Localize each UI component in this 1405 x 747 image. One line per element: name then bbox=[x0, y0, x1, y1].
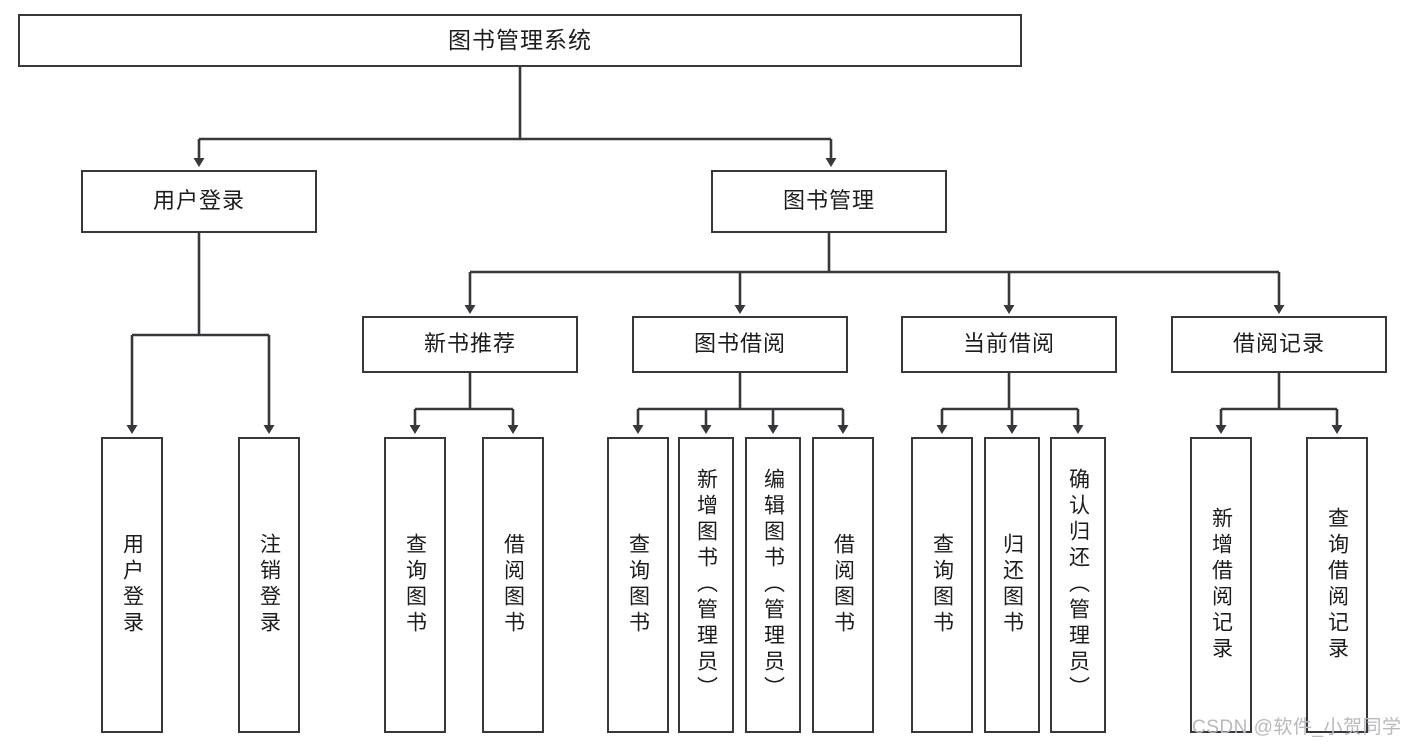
node-current-borrow-label: 当前借阅 bbox=[962, 331, 1055, 357]
node-book-borrow[interactable]: 图书借阅 bbox=[632, 316, 848, 373]
leaf-label: 归还图书 bbox=[1000, 533, 1024, 637]
leaf-logout[interactable]: 注销登录 bbox=[238, 437, 300, 733]
leaf-borrow-book[interactable]: 借阅图书 bbox=[812, 437, 874, 733]
leaf-query-borrow-record[interactable]: 查询借阅记录 bbox=[1306, 437, 1368, 733]
leaf-add-book-admin[interactable]: 新增图书（管理员） bbox=[678, 437, 734, 733]
leaf-user-login[interactable]: 用户登录 bbox=[101, 437, 163, 733]
leaf-label: 编辑图书（管理员） bbox=[761, 468, 785, 702]
leaf-label: 注销登录 bbox=[257, 533, 281, 637]
leaf-query-book-recommend[interactable]: 查询图书 bbox=[384, 437, 446, 733]
leaf-label: 新增借阅记录 bbox=[1209, 507, 1233, 663]
node-user-login[interactable]: 用户登录 bbox=[81, 170, 317, 233]
node-book-management-label: 图书管理 bbox=[782, 188, 875, 214]
leaf-return-book[interactable]: 归还图书 bbox=[984, 437, 1040, 733]
node-borrow-record[interactable]: 借阅记录 bbox=[1171, 316, 1387, 373]
node-book-management[interactable]: 图书管理 bbox=[711, 170, 947, 233]
leaf-edit-book-admin[interactable]: 编辑图书（管理员） bbox=[745, 437, 801, 733]
node-root-label: 图书管理系统 bbox=[448, 26, 592, 53]
leaf-borrow-book-recommend[interactable]: 借阅图书 bbox=[482, 437, 544, 733]
node-book-borrow-label: 图书借阅 bbox=[693, 331, 786, 357]
node-borrow-record-label: 借阅记录 bbox=[1232, 331, 1325, 357]
leaf-label: 查询图书 bbox=[626, 533, 650, 637]
leaf-add-borrow-record[interactable]: 新增借阅记录 bbox=[1190, 437, 1252, 733]
leaf-confirm-return-admin[interactable]: 确认归还（管理员） bbox=[1050, 437, 1106, 733]
node-new-book-recommend-label: 新书推荐 bbox=[423, 331, 516, 357]
leaf-label: 用户登录 bbox=[120, 533, 144, 637]
leaf-label: 借阅图书 bbox=[501, 533, 525, 637]
leaf-label: 查询图书 bbox=[930, 533, 954, 637]
leaf-label: 查询借阅记录 bbox=[1325, 507, 1349, 663]
leaf-label: 查询图书 bbox=[403, 533, 427, 637]
node-root[interactable]: 图书管理系统 bbox=[18, 14, 1022, 67]
csdn-watermark: CSDN @软件_小贺同学 bbox=[1192, 717, 1402, 738]
node-new-book-recommend[interactable]: 新书推荐 bbox=[362, 316, 578, 373]
leaf-label: 新增图书（管理员） bbox=[694, 468, 718, 702]
leaf-label: 借阅图书 bbox=[831, 533, 855, 637]
leaf-query-book-borrow[interactable]: 查询图书 bbox=[607, 437, 669, 733]
leaf-query-book-current[interactable]: 查询图书 bbox=[911, 437, 973, 733]
node-user-login-label: 用户登录 bbox=[152, 188, 245, 214]
node-current-borrow[interactable]: 当前借阅 bbox=[901, 316, 1117, 373]
leaf-label: 确认归还（管理员） bbox=[1066, 468, 1090, 702]
